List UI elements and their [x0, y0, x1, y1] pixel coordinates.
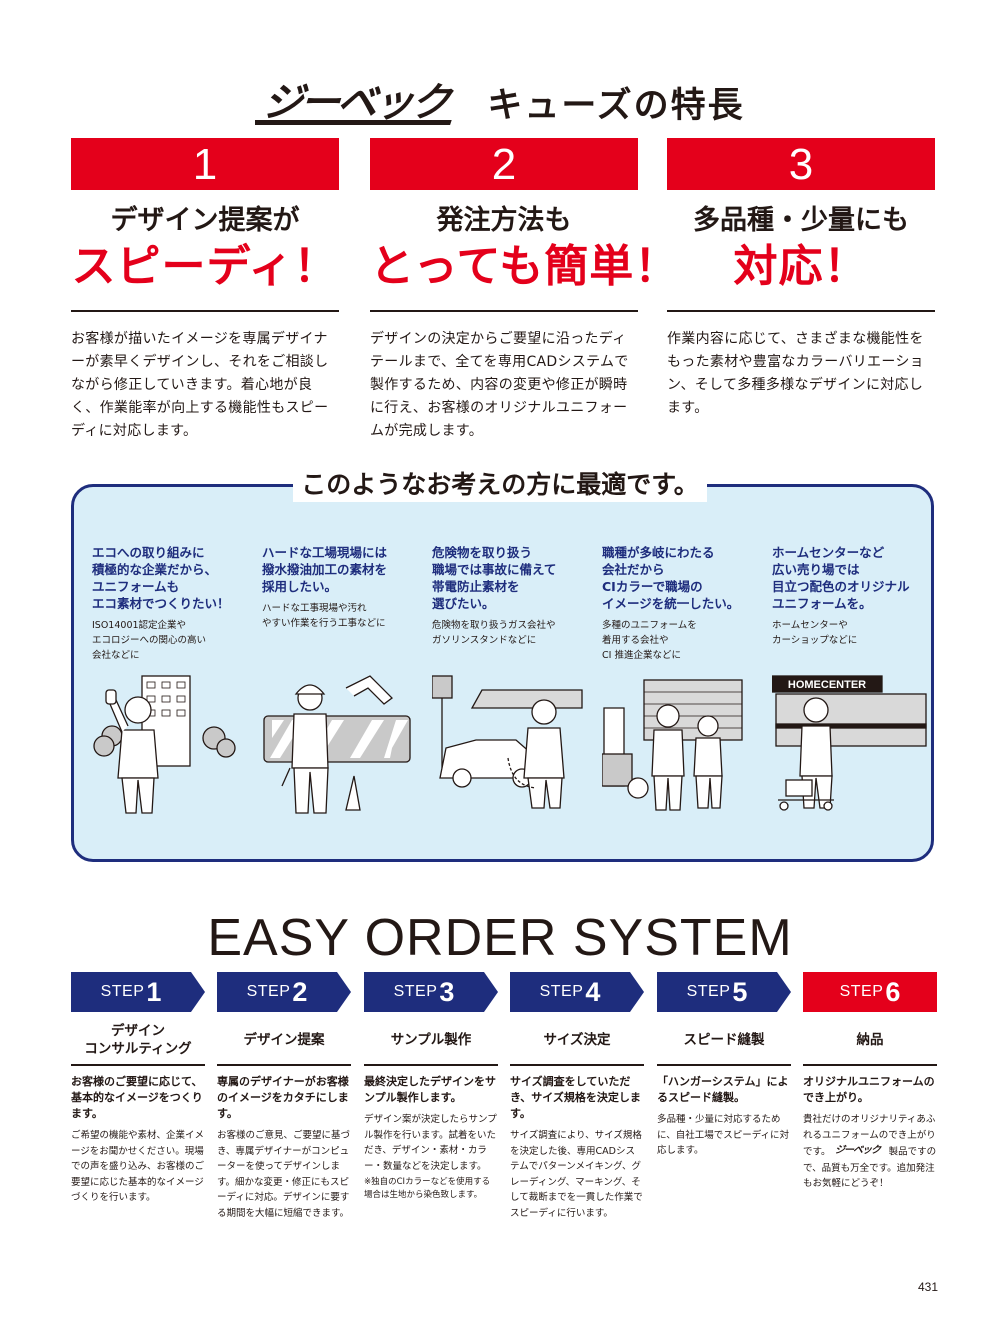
suitable-item-note: ISO14001認定企業やエコロジーへの関心の高い会社などに	[92, 620, 207, 661]
eco-worker-illustration	[93, 675, 236, 814]
feature-1: 1 デザイン提案が スピーディ！ お客様が描いたイメージを専属デザイナーが素早く…	[71, 138, 339, 439]
divider	[667, 310, 935, 312]
gas-station-illustration	[432, 675, 583, 809]
suitable-item-homecenter: ホームセンターなど広い売り場では目立つ配色のオリジナルユニフォームを。 ホームセ…	[772, 544, 932, 648]
step-name: デザイン コンサルティング	[84, 1023, 192, 1057]
divider	[510, 1064, 644, 1066]
suitable-item-note: ホームセンターやカーショップなどに	[772, 620, 858, 646]
step-description: サイズ調査をしていただき、サイズ規格を決定します。 サイズ調査により、サイズ規格…	[510, 1075, 643, 1219]
xebec-logo: ジーベック	[255, 79, 459, 126]
suitable-item-heading: ホームセンターなど広い売り場では目立つ配色のオリジナルユニフォームを。	[772, 545, 910, 611]
step-name: サンプル製作	[390, 1032, 472, 1048]
feature-subtitle: 多品種・少量にも	[693, 205, 909, 236]
step-description: オリジナルユニフォームのでき上がり。 貴社だけのオリジナリティあふれるユニフォー…	[803, 1075, 937, 1189]
divider	[657, 1064, 791, 1066]
suitable-item-eco: エコへの取り組みに積極的な企業だから、ユニフォームもエコ素材でつくりたい！ IS…	[92, 544, 252, 663]
feature-subtitle: 発注方法も	[436, 205, 572, 236]
homecenter-illustration: HOMECENTER	[772, 675, 927, 811]
step-description: 最終決定したデザインをサンプル製作します。 デザイン案が決定したらサンプル製作を…	[364, 1075, 497, 1200]
svg-text:ジーベック: ジーベック	[834, 1144, 883, 1155]
suitable-item-heading: ハードな工場現場には撥水撥油加工の素材を採用したい。	[262, 545, 388, 594]
feature-headline: 対応！	[733, 241, 869, 292]
page-number: 431	[918, 1280, 939, 1294]
feature-3: 3 多品種・少量にも 対応！ 作業内容に応じて、さまざまな機能性をもった素材や豊…	[667, 138, 935, 416]
step-description: 専属のデザイナーがお客様のイメージをカタチにします。 お客様のご意見、ご要望に基…	[217, 1075, 351, 1219]
suitable-item-note: 危険物を取り扱うガス会社やガソリンスタンドなどに	[432, 620, 556, 646]
suitable-item-factory: ハードな工場現場には撥水撥油加工の素材を採用したい。 ハードな工事現場や汚れやす…	[262, 544, 422, 631]
construction-worker-illustration	[263, 675, 411, 814]
suitable-item-hazard: 危険物を取り扱う職場では事故に備えて帯電防止素材を選びたい。 危険物を取り扱うガ…	[432, 544, 592, 648]
easy-order-title: EASY ORDER SYSTEM	[207, 909, 793, 967]
feature-description: デザインの決定からご要望に沿ったディテールまで、全てを専用CADシステムで製作す…	[370, 331, 629, 439]
feature-subtitle: デザイン提案が	[110, 205, 300, 236]
step-name: デザイン提案	[243, 1032, 325, 1048]
feature-headline: スピーディ！	[71, 241, 339, 292]
xebec-logo-small: ジーベック	[833, 1143, 886, 1161]
suitable-item-heading: 危険物を取り扱う職場では事故に備えて帯電防止素材を選びたい。	[432, 545, 557, 611]
feature-number: 3	[667, 138, 935, 190]
step-name: スピード縫製	[683, 1032, 765, 1048]
svg-text:ジーベック: ジーベック	[259, 79, 459, 126]
step-name: 納品	[856, 1032, 884, 1048]
divider	[370, 310, 638, 312]
divider	[217, 1064, 351, 1066]
feature-description: お客様が描いたイメージを専属デザイナーが素早くデザインし、それをご相談しながら修…	[71, 331, 329, 439]
suitable-item-note: ハードな工事現場や汚れやすい作業を行う工事などに	[262, 603, 386, 629]
suitable-item-heading: エコへの取り組みに積極的な企業だから、ユニフォームもエコ素材でつくりたい！	[92, 545, 230, 611]
step-description: お客様のご要望に応じて、基本的なイメージをつくります。 ご希望の機能や素材、企業…	[71, 1075, 205, 1203]
divider	[364, 1064, 498, 1066]
step-name: サイズ決定	[543, 1032, 611, 1048]
suitable-heading: このようなお考えの方に最適です。	[0, 468, 1000, 502]
title-text: キューズの特長	[487, 85, 745, 126]
page-title: ジーベック キューズの特長	[0, 72, 1000, 132]
divider	[803, 1064, 937, 1066]
feature-headline: とっても簡単！	[370, 241, 680, 292]
feature-number: 2	[370, 138, 638, 190]
svg-text:HOMECENTER: HOMECENTER	[788, 679, 866, 691]
divider	[71, 1064, 205, 1066]
feature-2: 2 発注方法も とっても簡単！ デザインの決定からご要望に沿ったディテールまで、…	[370, 138, 680, 439]
feature-description: 作業内容に応じて、さまざまな機能性をもった素材や豊富なカラーバリエーション、そし…	[667, 331, 924, 416]
step-description: 「ハンガーシステム」によるスピード縫製。 多品種・少量に対応するために、自社工場…	[657, 1075, 790, 1156]
feature-number: 1	[71, 138, 339, 190]
suitable-box	[71, 484, 934, 862]
warehouse-workers-illustration	[602, 679, 743, 811]
divider	[71, 310, 339, 312]
